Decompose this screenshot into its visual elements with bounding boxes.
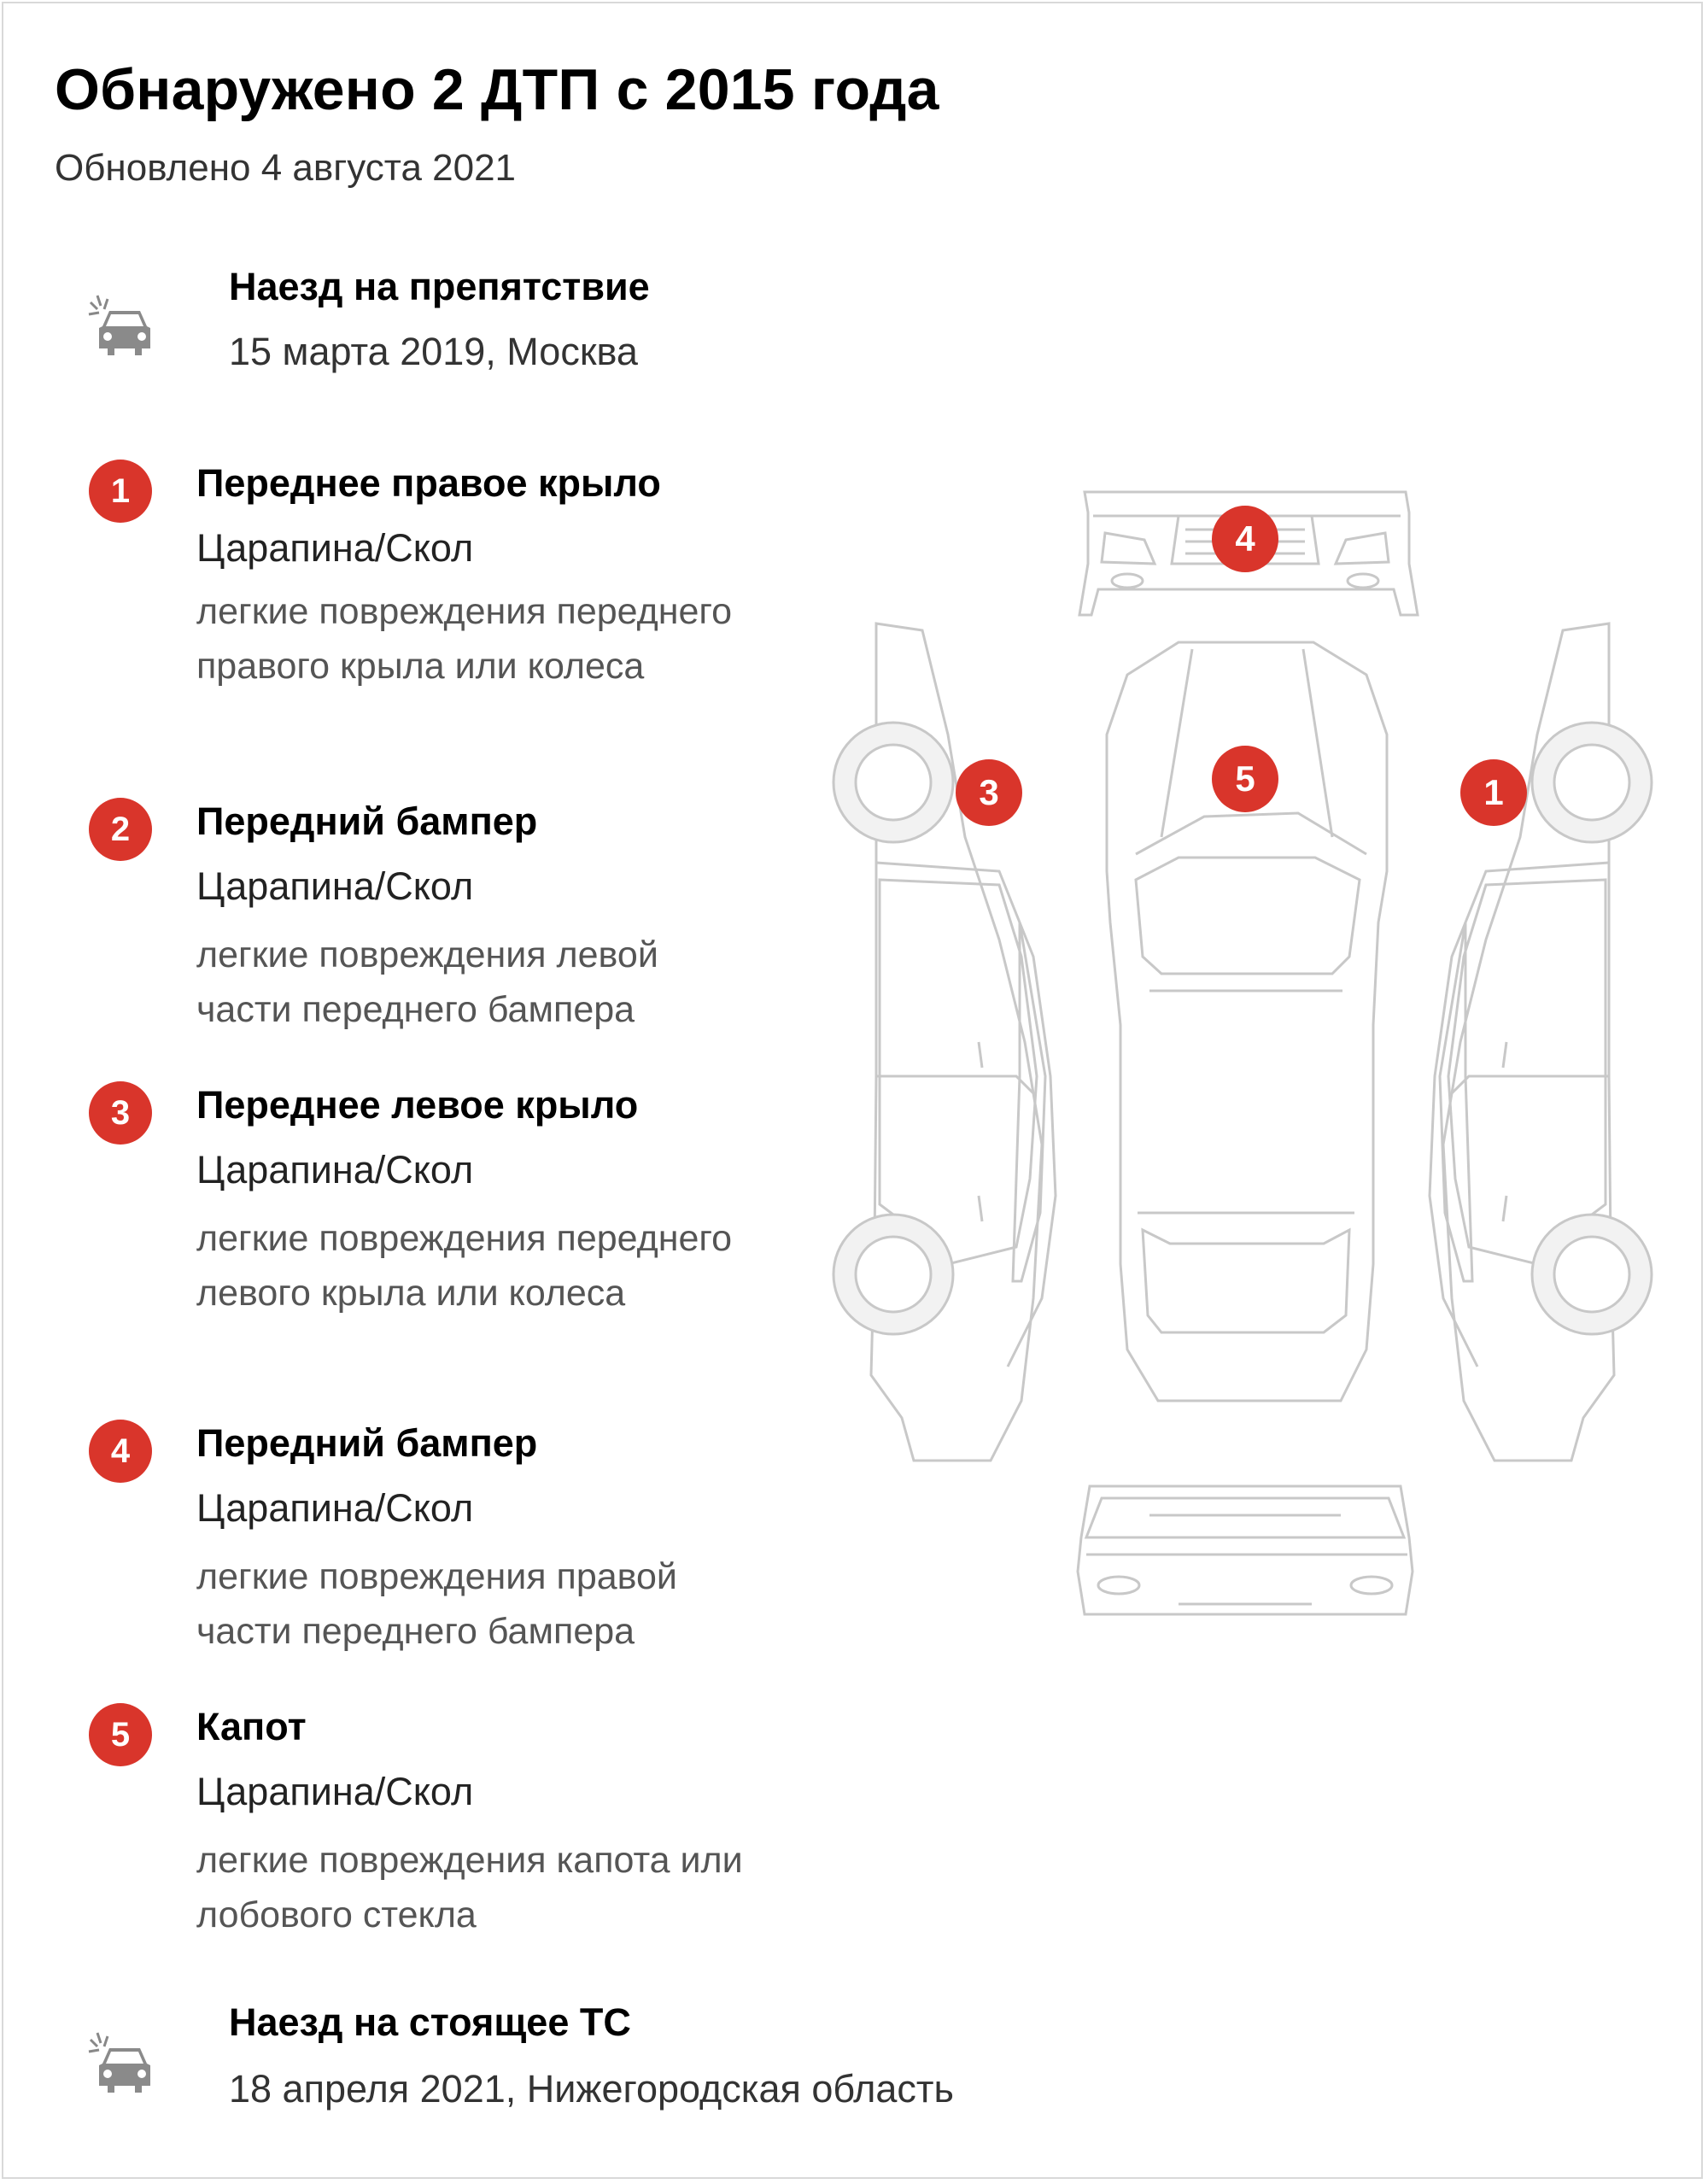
damage-description: легкие повреждения левой части переднего… — [196, 934, 658, 1030]
damage-type: Царапина/Скол — [196, 1148, 474, 1192]
damage-item: 1 Переднее правое крыло Царапина/Скол ле… — [0, 453, 854, 760]
damage-item: 4 Передний бампер Царапина/Скол легкие п… — [0, 1413, 854, 1669]
accident-title: Наезд на препятствие — [229, 265, 650, 308]
damage-part: Передний бампер — [196, 1421, 538, 1465]
damage-description: легкие повреждения переднего левого крыл… — [196, 1218, 733, 1314]
accident-title: Наезд на стоящее ТС — [229, 2000, 631, 2044]
damage-item: 3 Переднее левое крыло Царапина/Скол лег… — [0, 1074, 854, 1382]
damage-description: легкие повреждения правой части переднег… — [196, 1556, 677, 1652]
damage-marker-4[interactable]: 4 — [1212, 506, 1278, 572]
damage-part: Переднее правое крыло — [196, 461, 661, 505]
damage-marker-3[interactable]: 3 — [956, 759, 1022, 826]
damage-description: легкие повреждения переднего правого кры… — [196, 591, 733, 687]
damage-type: Царапина/Скол — [196, 1770, 474, 1813]
damage-marker-5[interactable]: 5 — [1212, 746, 1278, 812]
car-crash-icon — [85, 290, 159, 364]
damage-number-badge: 1 — [89, 460, 152, 523]
damage-type: Царапина/Скол — [196, 526, 474, 570]
damage-number-badge: 4 — [89, 1420, 152, 1483]
car-crash-icon — [85, 2028, 159, 2101]
car-front-view — [1078, 490, 1419, 617]
damage-type: Царапина/Скол — [196, 1486, 474, 1530]
page-title: Обнаружено 2 ДТП с 2015 года — [55, 57, 939, 122]
car-top-view — [1105, 641, 1389, 1402]
damage-part: Капот — [196, 1705, 307, 1748]
car-damage-diagram: 4 3 5 1 — [820, 478, 1665, 1640]
car-rear-view — [1076, 1484, 1414, 1616]
car-right-side-view — [1428, 622, 1653, 1462]
damage-description: легкие повреждения капота или лобового с… — [196, 1840, 743, 1935]
damage-part: Переднее левое крыло — [196, 1083, 639, 1127]
car-left-side-view — [832, 622, 1057, 1462]
accident-item: Наезд на препятствие 15 марта 2019, Моск… — [0, 256, 1025, 393]
damage-item: 2 Передний бампер Царапина/Скол легкие п… — [0, 791, 854, 1047]
damage-number-badge: 2 — [89, 798, 152, 861]
accident-date-location: 15 марта 2019, Москва — [229, 330, 638, 373]
car-outline-drawing — [832, 490, 1653, 1616]
damage-part: Передний бампер — [196, 799, 538, 843]
damage-type: Царапина/Скол — [196, 864, 474, 908]
damage-number-badge: 3 — [89, 1081, 152, 1145]
damage-item: 5 Капот Царапина/Скол легкие повреждения… — [0, 1696, 854, 1953]
damage-marker-1[interactable]: 1 — [1460, 759, 1527, 826]
accident-date-location: 18 апреля 2021, Нижегородская область — [229, 2067, 954, 2111]
accident-item: Наезд на стоящее ТС 18 апреля 2021, Ниже… — [0, 1990, 1025, 2127]
damage-number-badge: 5 — [89, 1703, 152, 1766]
updated-date: Обновлено 4 августа 2021 — [55, 147, 517, 189]
